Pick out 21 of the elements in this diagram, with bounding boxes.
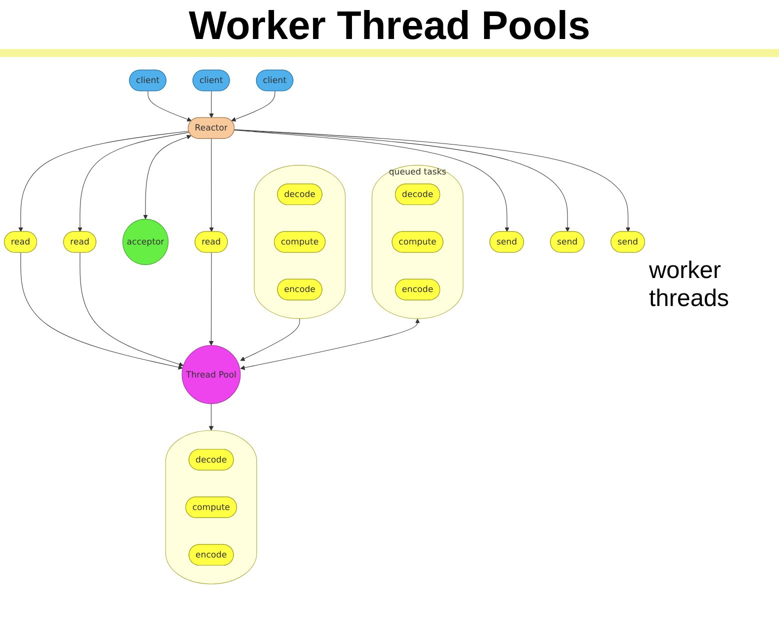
arrow [18,130,190,232]
node-circle: acceptor [122,218,168,265]
arrow [234,129,630,232]
arrow [231,90,276,122]
node-circle: Thread Pool [182,345,241,404]
arrow [20,252,183,370]
arrow [240,318,300,361]
arrow [234,130,570,232]
arrow [80,252,184,367]
arrow [208,252,214,346]
arrow [208,404,214,431]
arrow [78,132,190,232]
arrow [234,130,510,232]
arrow [240,318,420,370]
arrow [209,138,214,232]
arrow [148,90,192,122]
arrow [143,134,192,220]
arrow [209,90,214,118]
title: Worker Thread Pools [0,4,779,57]
node-label: queued tasks [388,166,446,176]
note-text: worker threads [649,257,730,313]
